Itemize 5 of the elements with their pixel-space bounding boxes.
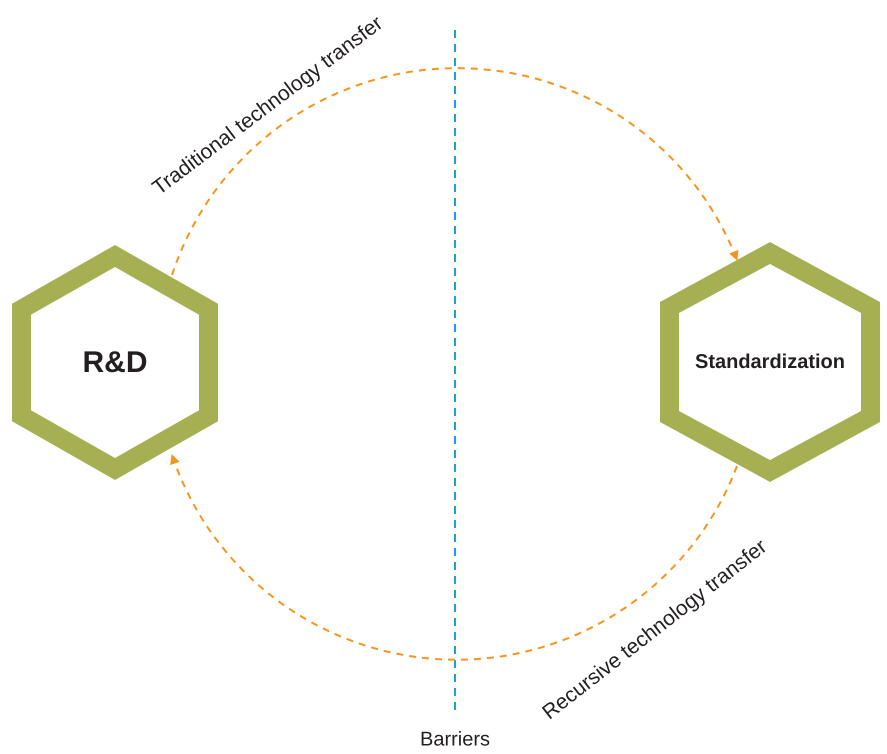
node-label: Standardization bbox=[694, 350, 845, 374]
arrow bbox=[170, 454, 738, 660]
arrow bbox=[171, 67, 738, 276]
node-label: R&D bbox=[82, 346, 148, 380]
barrier-label: Barriers bbox=[420, 728, 490, 752]
